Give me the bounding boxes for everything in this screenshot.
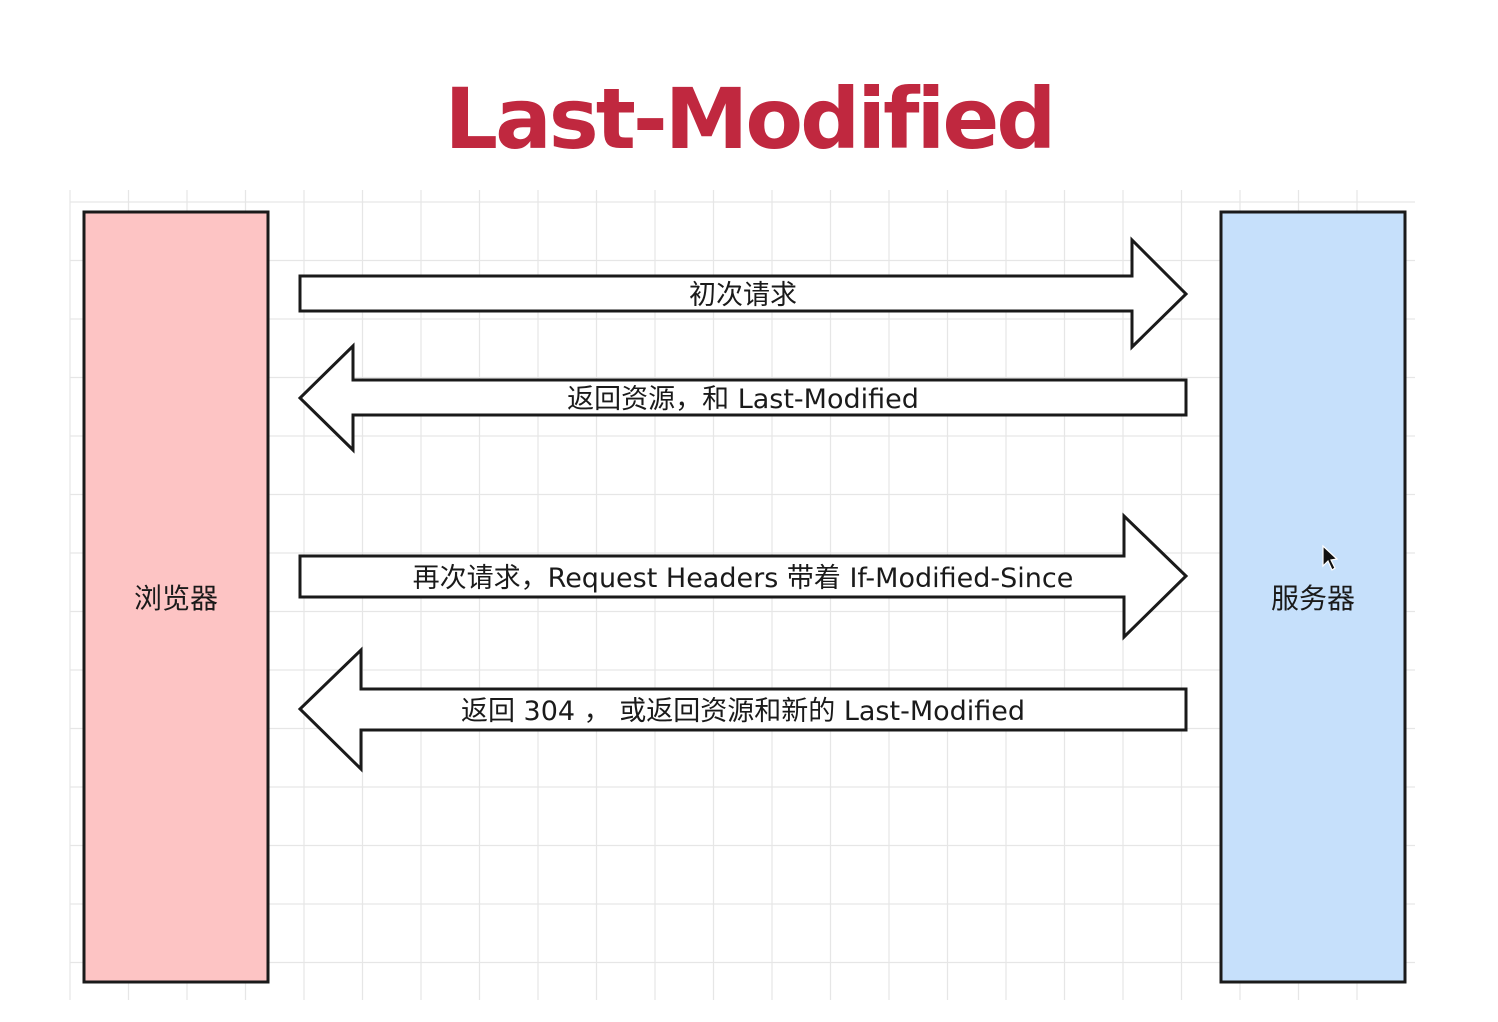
arrow-label-initial-request: 初次请求: [689, 280, 797, 311]
mouse-cursor-icon: [1322, 544, 1339, 571]
arrow-return-resource: [297, 342, 1188, 454]
arrow-label-second-request: 再次请求，Request Headers 带着 If-Modified-Sinc…: [413, 563, 1074, 594]
arrow-initial-request: [298, 236, 1189, 351]
arrow-second-request: [298, 512, 1189, 641]
server-box: [1219, 210, 1407, 984]
page-title: Last-Modified: [444, 70, 1057, 168]
arrow-label-return-304: 返回 304 ， 或返回资源和新的 Last-Modified: [461, 696, 1025, 727]
server-label: 服务器: [1271, 582, 1355, 615]
arrow-label-return-resource: 返回资源，和 Last-Modified: [567, 384, 919, 415]
arrow-return-304: [297, 646, 1188, 773]
browser-box: [82, 210, 270, 984]
browser-label: 浏览器: [134, 582, 218, 615]
